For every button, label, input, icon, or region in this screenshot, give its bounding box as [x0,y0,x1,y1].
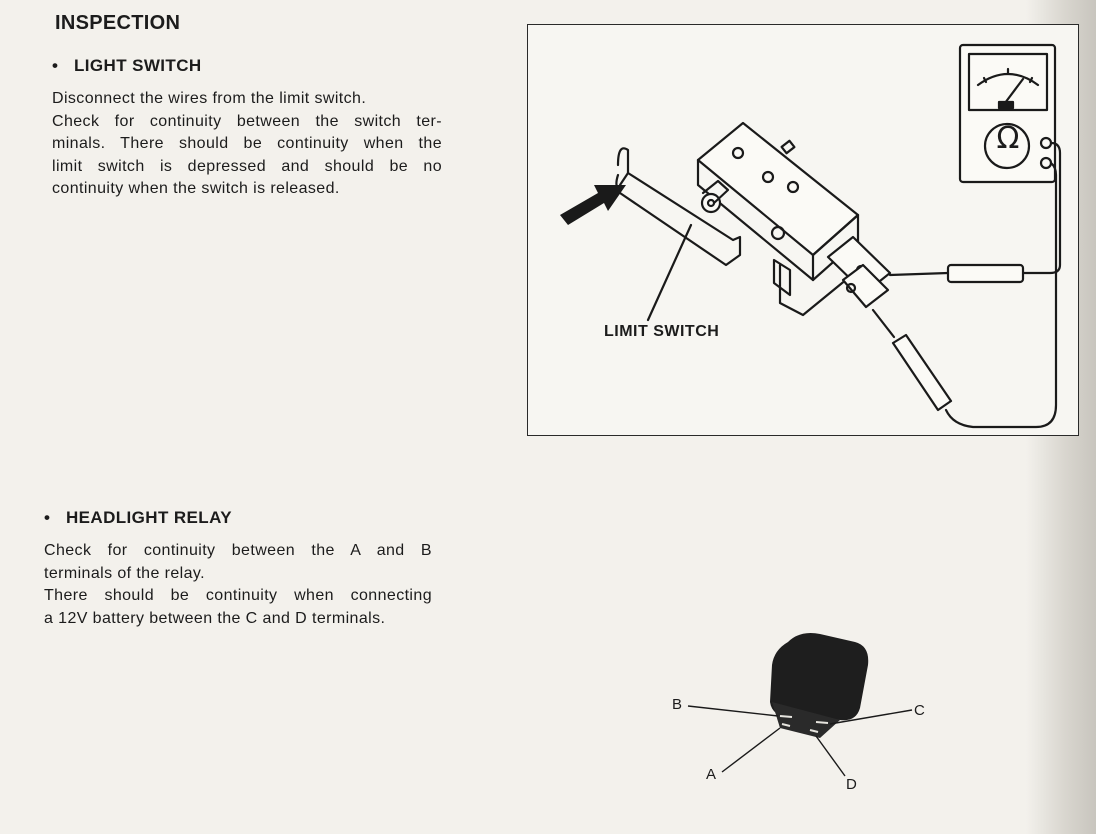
limit-switch-illustration [560,43,1062,429]
headlight-relay-heading: • HEADLIGHT RELAY [44,508,232,528]
terminal-label-b: B [672,696,683,713]
ohmmeter-icon [958,43,1057,184]
terminal-label-d: D [846,776,857,793]
text-line: There should be continuity when connecti… [44,587,432,604]
light-switch-instructions: Disconnect the wires from the limit swit… [52,88,442,201]
ohm-symbol: Ω [996,121,1020,156]
text-line: terminals of the relay. [44,564,205,582]
limit-switch-drawing [615,121,892,317]
light-switch-title: LIGHT SWITCH [74,56,202,75]
bullet: • [52,56,59,75]
limit-switch-figure: LIMIT SWITCH Ω [527,24,1079,436]
text-line: continuity when the switch is released. [52,180,340,197]
text-line: Check for continuity between the switch … [52,112,442,130]
text-line: minals. There should be continuity when … [52,135,442,152]
text-line: Check for continuity between the A and B [44,542,432,559]
terminal-label-c: C [914,702,925,719]
text-line: limit switch is depressed and should be … [52,157,442,175]
press-arrow-icon [560,185,626,225]
terminal-label-a: A [706,766,717,783]
bullet: • [44,508,51,527]
limit-switch-label: LIMIT SWITCH [604,323,720,340]
text-line: a 12V battery between the C and D termin… [44,609,386,627]
page-title: INSPECTION [55,12,181,34]
headlight-relay-instructions: Check for continuity between the A and B… [44,540,432,630]
relay-drawing [687,633,913,777]
light-switch-heading: • LIGHT SWITCH [52,56,202,76]
text-line: Disconnect the wires from the limit swit… [52,90,367,107]
relay-figure: B C A D [660,620,960,810]
headlight-relay-title: HEADLIGHT RELAY [66,508,232,527]
